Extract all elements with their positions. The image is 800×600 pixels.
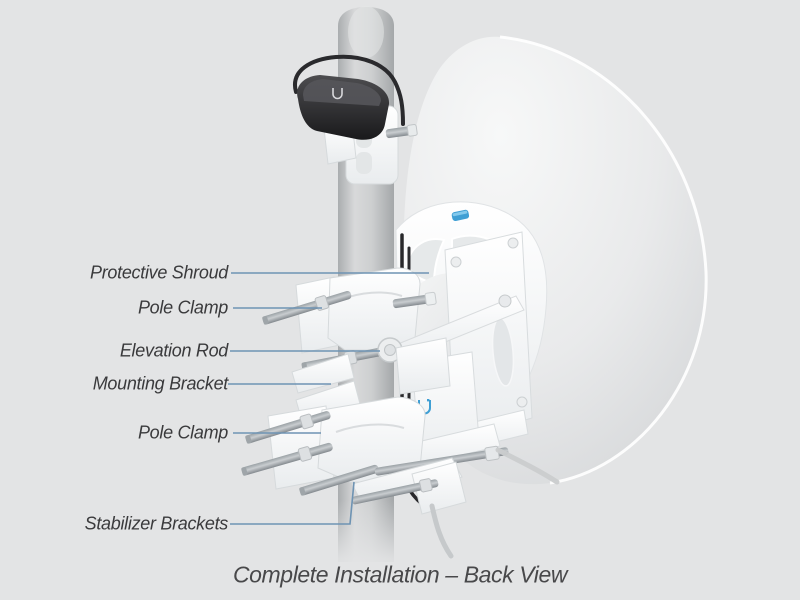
plate-bolt [450,256,462,268]
stabilizer-bolt [351,478,439,505]
clamp-rod [245,411,331,444]
antenna-cable [293,54,405,126]
pole-fade [334,500,398,578]
clamp-rod [241,442,333,476]
plate-bolt [516,396,528,408]
stabilizer-brackets [351,457,467,515]
label-elevation-rod: Elevation Rod [119,340,228,361]
label-mounting-bracket: Mounting Bracket [92,373,229,394]
label-stabilizer-brackets: Stabilizer Brackets [84,513,229,534]
upper-pole-clamp [295,267,421,354]
leader-lines [228,272,429,525]
ubiquiti-logo-icon [332,88,343,100]
device-bolt [385,123,418,139]
diagram-caption: Complete Installation – Back View [232,561,568,588]
label-pole-clamp-upper: Pole Clamp [137,297,228,318]
top-antenna-device [297,75,390,140]
bracket-bolt [392,291,437,309]
clamp-rod [299,464,379,496]
blue-clip [451,209,470,222]
plate-bolt [507,237,519,249]
label-protective-shroud: Protective Shroud [90,262,228,283]
dish-rim-highlight [499,35,708,485]
label-pole-clamp-lower: Pole Clamp [137,422,228,443]
drop-cables [429,447,560,559]
